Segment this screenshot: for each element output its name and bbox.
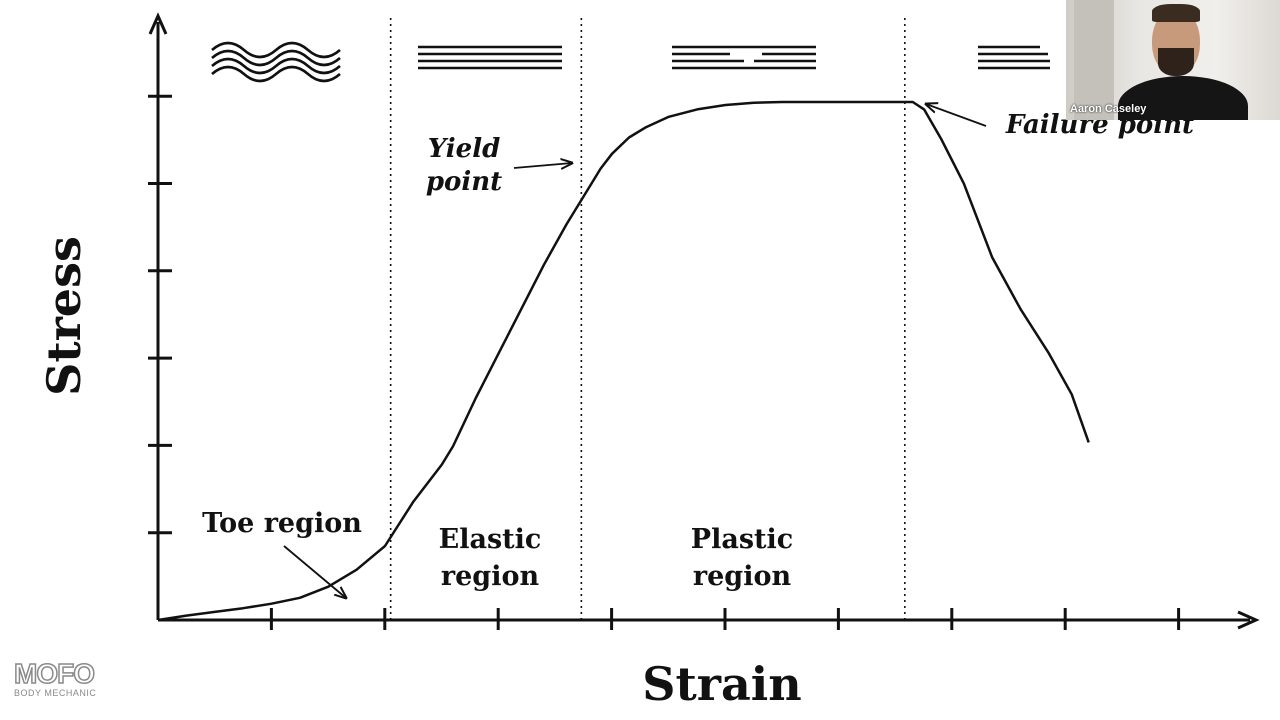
presenter-hair <box>1152 4 1200 22</box>
yield-point-label: Yield <box>428 134 501 164</box>
x-axis-title: Strain <box>642 657 801 711</box>
logo-subtitle: BODY MECHANIC <box>14 688 97 698</box>
partially-torn-fibres-icon <box>672 45 816 70</box>
plastic-region-label-line2: region <box>693 561 792 592</box>
plastic-region-label: Plastic <box>691 524 793 555</box>
torn-fibres-icon <box>978 45 1050 70</box>
presenter-shirt <box>1118 76 1248 120</box>
elastic-region-label: Elastic <box>439 524 542 555</box>
brand-logo: MOFO BODY MECHANIC <box>13 658 134 700</box>
crimped-fibres-icon <box>211 41 341 83</box>
y-axis-ticks <box>148 94 172 535</box>
webcam-video-tile[interactable]: Aaron Caseley <box>1066 0 1280 120</box>
toe-region-label: Toe region <box>202 508 362 539</box>
yield-point-label-line2: point <box>426 167 502 197</box>
y-axis-title: Stress <box>37 236 91 396</box>
presenter-name: Aaron Caseley <box>1070 103 1147 115</box>
elastic-region-label-line2: region <box>441 561 540 592</box>
x-axis-arrow <box>1237 610 1260 630</box>
failure-point-arrow <box>926 104 987 127</box>
x-axis-ticks <box>269 608 1181 630</box>
aligned-fibres-icon <box>418 45 562 70</box>
region-dividers <box>389 18 906 620</box>
y-axis-arrow <box>148 12 168 35</box>
toe-region-arrow <box>283 545 346 598</box>
logo-wordmark: MOFO <box>13 658 96 689</box>
stress-strain-curve <box>157 100 1090 622</box>
presenter-beard <box>1158 48 1194 76</box>
yield-point-arrow <box>513 163 572 168</box>
webcam-door-panel <box>1074 0 1114 120</box>
